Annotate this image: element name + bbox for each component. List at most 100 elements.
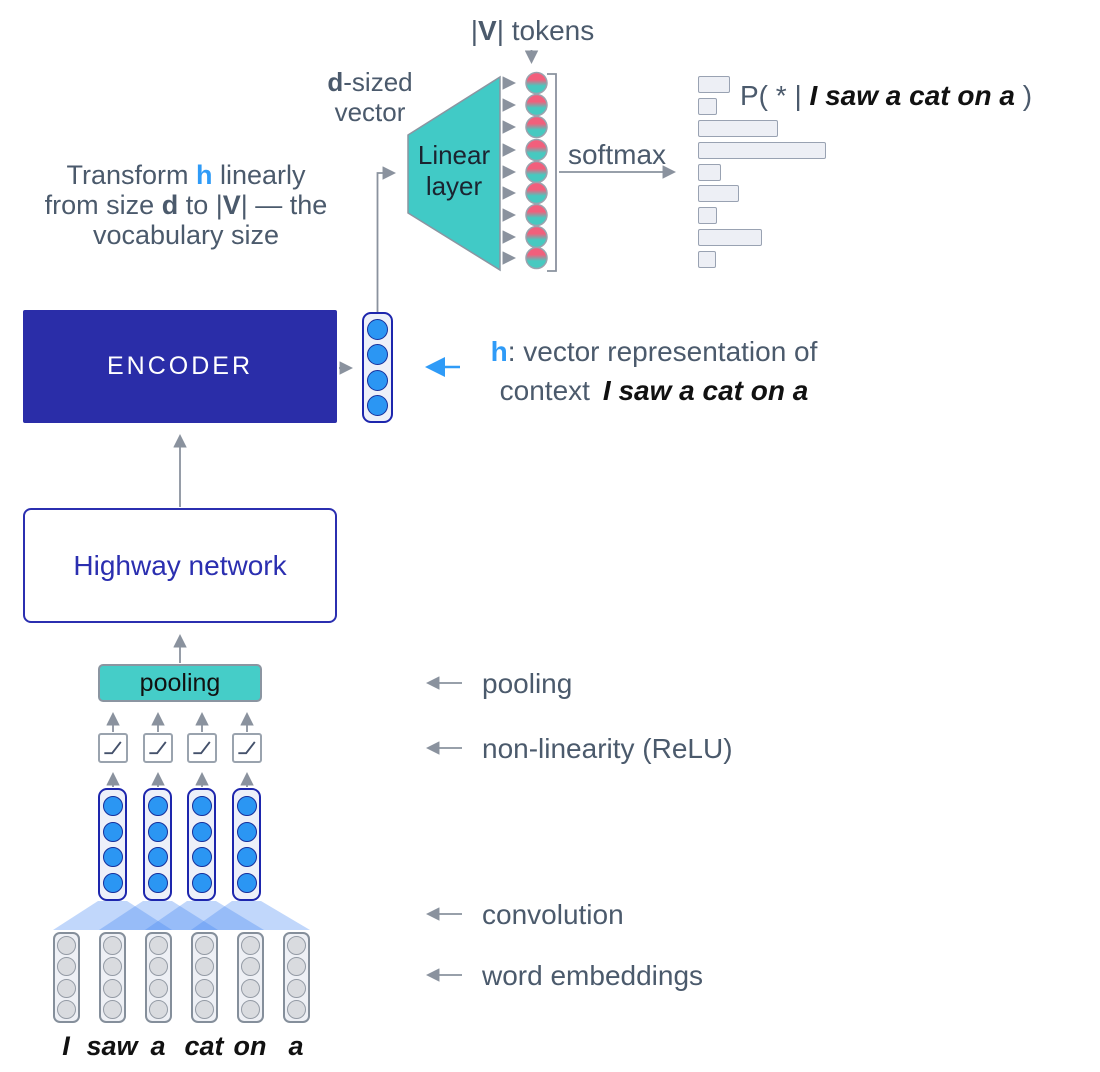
word-label: a [288, 1031, 304, 1061]
embedding-column [53, 932, 80, 1023]
embedding-cell [241, 936, 260, 956]
relu-box [98, 733, 128, 763]
vocab-bracket [547, 73, 557, 272]
vocab-tokens-label: |V| tokens [470, 15, 595, 46]
token-circle [525, 138, 548, 162]
highway-network-box: Highway network [23, 508, 337, 623]
conv-vector-cell [102, 873, 123, 894]
embedding-cell [241, 999, 260, 1019]
relu-icon [149, 741, 167, 755]
embedding-cell [57, 999, 76, 1019]
token-circle [525, 115, 548, 139]
conv-vector-cell [191, 847, 212, 868]
conv-receptive-fields [53, 901, 310, 930]
conv-vector-cell [236, 795, 257, 816]
side-annotation-arrows [425, 676, 462, 982]
probability-bar [698, 120, 778, 137]
side-label-word-embeddings: word embeddings [482, 960, 704, 991]
h-vector-cell [367, 318, 388, 340]
conv-vector-cell [191, 821, 212, 842]
embedding-column [145, 932, 172, 1023]
embedding-cell [103, 999, 122, 1019]
word-label: cat [184, 1031, 224, 1061]
conv-vector [187, 788, 216, 901]
token-circle [525, 71, 548, 95]
side-label-pooling: pooling [482, 668, 573, 699]
side-label-convolution: convolution [482, 899, 624, 930]
token-circle [525, 160, 548, 184]
relu-icon [238, 741, 256, 755]
probability-bar [698, 76, 730, 93]
probability-bar [698, 98, 717, 115]
conv-vector-cell [191, 795, 212, 816]
transform-note-line3: vocabulary size [92, 220, 280, 250]
token-circle [525, 181, 548, 205]
embedding-cell [103, 936, 122, 956]
relu-box [232, 733, 262, 763]
conv-vector-cell [191, 873, 212, 894]
word-label: on [233, 1031, 267, 1061]
linear-layer-trapezoid [407, 75, 501, 272]
pooling-box-label: pooling [139, 668, 221, 697]
embedding-column [283, 932, 310, 1023]
token-circles [525, 71, 548, 270]
relu-box [143, 733, 173, 763]
embedding-cell [57, 936, 76, 956]
conv-field-1 [53, 901, 172, 930]
relu-icon [104, 741, 122, 755]
probability-label: P( * | I saw a cat on a ) [740, 80, 1033, 111]
embedding-cell [195, 957, 214, 977]
embedding-cell [195, 978, 214, 998]
encoder-box: ENCODER [23, 310, 337, 423]
probability-bar [698, 185, 739, 202]
word-label: a [150, 1031, 166, 1061]
conv-field-3 [145, 901, 264, 930]
conv-vector-cell [236, 873, 257, 894]
embedding-cell [149, 957, 168, 977]
embedding-cell [287, 936, 306, 956]
conv-vector [232, 788, 261, 901]
token-circle [525, 246, 548, 270]
softmax-label: softmax [567, 139, 667, 170]
side-label-nonlinearity: non-linearity (ReLU) [482, 733, 733, 764]
conv-vector-cell [102, 795, 123, 816]
embedding-cell [103, 978, 122, 998]
h-vector-cell [367, 395, 388, 417]
token-circle [525, 203, 548, 227]
probability-bar [698, 142, 826, 159]
embedding-cell [149, 936, 168, 956]
token-circle [525, 93, 548, 117]
conv-vector [98, 788, 127, 901]
embedding-cell [241, 957, 260, 977]
word-label: I [62, 1031, 70, 1061]
encoder-label: ENCODER [106, 352, 253, 380]
conv-vector [143, 788, 172, 901]
pooling-box: pooling [98, 664, 262, 702]
conv-vector-cell [102, 821, 123, 842]
probability-bar [698, 164, 721, 181]
embedding-cell [195, 999, 214, 1019]
word-label: saw [86, 1031, 138, 1061]
h-vector-cell [367, 369, 388, 391]
transform-note-line1: Transform h linearly [66, 160, 306, 190]
conv-to-relu-arrows [106, 771, 254, 787]
embedding-cell [57, 978, 76, 998]
transform-note-line2: from size d to |V| — the [44, 190, 328, 220]
conv-vector-cell [147, 821, 168, 842]
d-sized-label-line2: vector [334, 97, 406, 127]
conv-field-4 [191, 901, 310, 930]
highway-network-label: Highway network [73, 549, 287, 581]
embedding-column [191, 932, 218, 1023]
linear-to-token-arrows [502, 76, 517, 265]
conv-field-2 [99, 901, 218, 930]
embedding-cell [287, 978, 306, 998]
embedding-cell [149, 999, 168, 1019]
probability-bar [698, 207, 717, 224]
conv-vector-cell [147, 795, 168, 816]
embedding-cell [287, 957, 306, 977]
embedding-cell [195, 936, 214, 956]
h-vector-cell [367, 344, 388, 366]
